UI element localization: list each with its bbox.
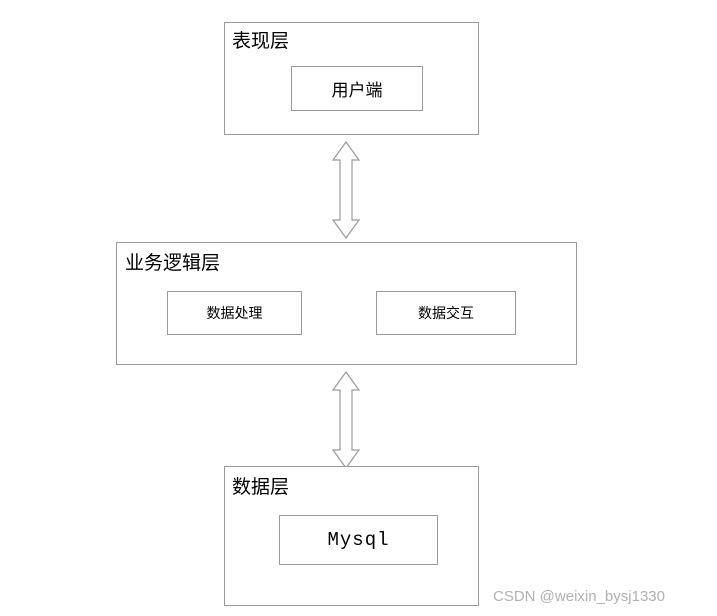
component-data-interaction: 数据交互 — [376, 291, 516, 335]
component-mysql: Mysql — [279, 515, 438, 565]
connector-business-data — [331, 370, 361, 470]
double-arrow-icon — [331, 370, 361, 470]
layer-title-business: 业务逻辑层 — [125, 253, 221, 274]
component-data-processing: 数据处理 — [167, 291, 302, 335]
component-client: 用户端 — [291, 66, 423, 111]
layer-title-data: 数据层 — [232, 477, 290, 498]
double-arrow-icon — [331, 140, 361, 240]
watermark-text: CSDN @weixin_bysj1330 — [493, 588, 665, 605]
connector-presentation-business — [331, 140, 361, 240]
layer-title-presentation: 表现层 — [232, 31, 290, 52]
